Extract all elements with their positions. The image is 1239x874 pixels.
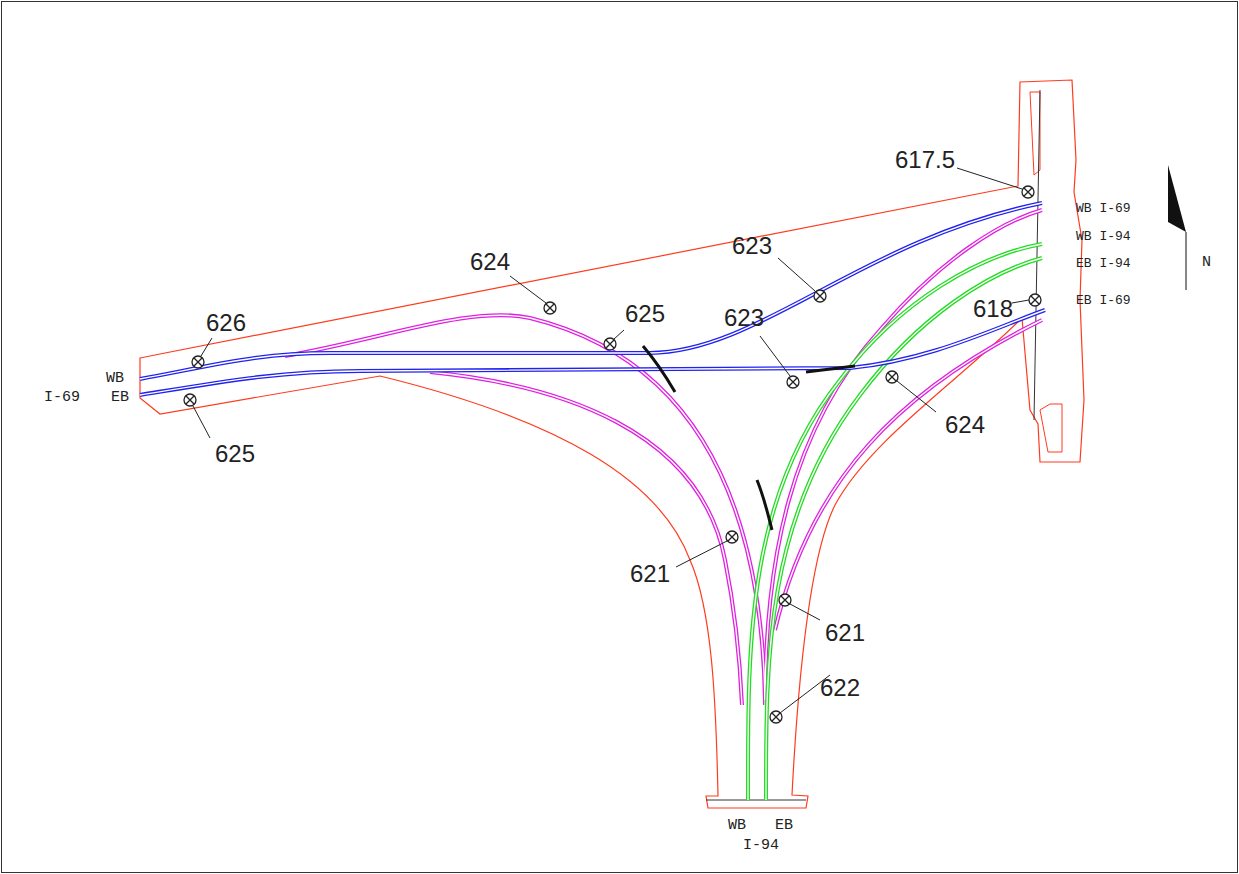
road-direction: EB	[111, 390, 129, 405]
callout-number: 624	[945, 413, 985, 437]
callout-number: 622	[820, 676, 860, 700]
road-name: WB I-69	[1076, 202, 1131, 215]
road-direction: EB	[775, 818, 793, 833]
callout-number: 617.5	[895, 148, 955, 172]
road-direction: WB	[106, 371, 124, 386]
north-label: N	[1202, 255, 1211, 270]
callout-number: 625	[625, 302, 665, 326]
road-name: EB I-94	[1076, 257, 1131, 270]
road-name: I-94	[743, 838, 779, 853]
road-direction: WB	[728, 818, 746, 833]
callout-number: 621	[630, 562, 670, 586]
road-name: WB I-94	[1076, 230, 1131, 243]
road-name: I-69	[44, 390, 80, 405]
callout-number: 625	[215, 442, 255, 466]
callout-number: 618	[973, 297, 1013, 321]
callout-number: 621	[825, 621, 865, 645]
callout-number: 624	[470, 250, 510, 274]
callout-number: 623	[724, 306, 764, 330]
callout-number: 626	[206, 311, 246, 335]
road-name: EB I-69	[1076, 294, 1131, 307]
callout-number: 623	[732, 234, 772, 258]
